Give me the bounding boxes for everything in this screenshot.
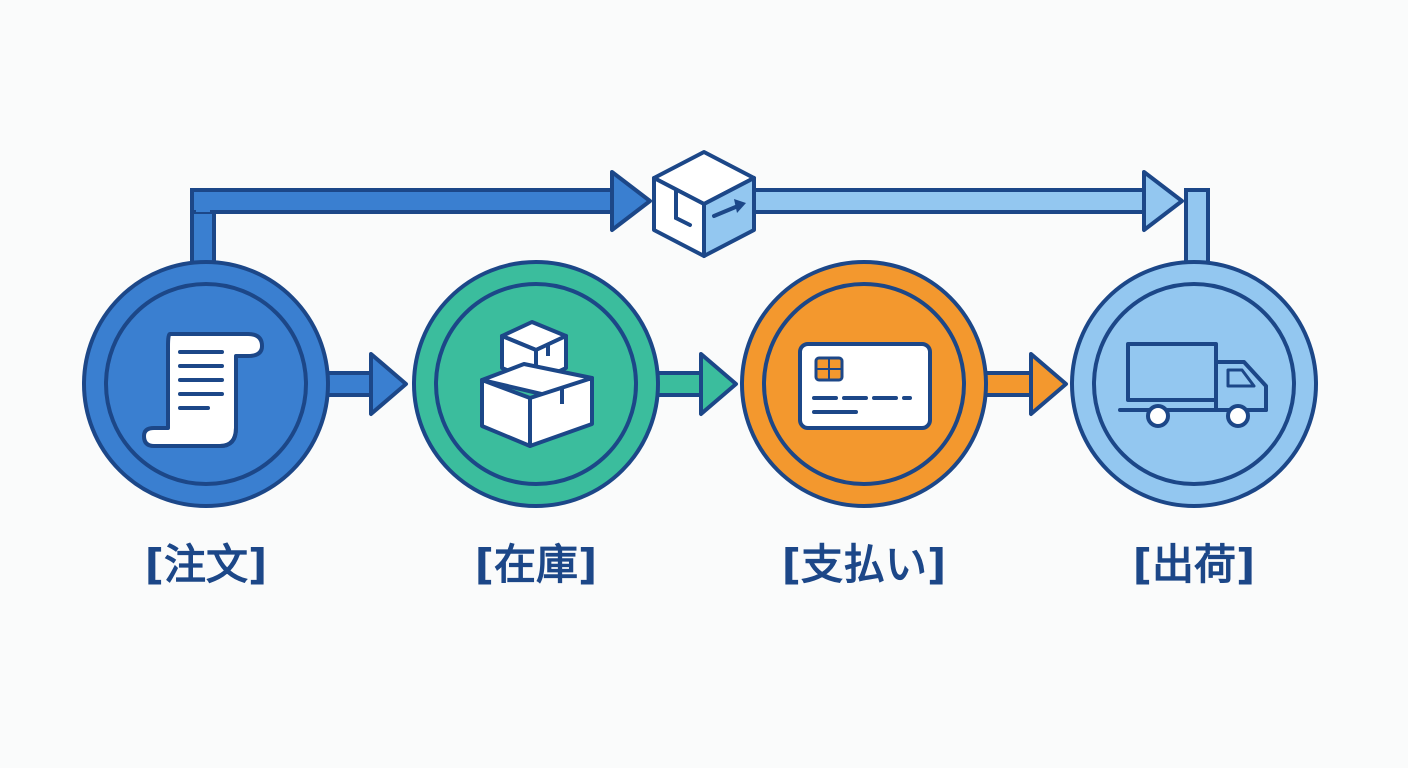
step-label-stock: [在庫] [474,540,598,589]
step-payment-node [740,260,988,508]
receipt-scroll-icon [142,332,264,448]
arrow-order-to-stock [323,352,408,416]
step-label-payment: [支払い] [781,540,947,589]
bypass-connector [190,170,1210,270]
arrow-payment-to-shipping [981,352,1068,416]
arrow-stock-to-payment [653,352,738,416]
stacked-boxes-icon [480,320,594,448]
delivery-truck-icon [1118,342,1268,428]
step-order-node [82,260,330,508]
package-forward-icon [652,150,756,258]
step-shipping-node [1070,260,1318,508]
step-label-order: [注文] [144,540,268,589]
step-label-shipping: [出荷] [1132,540,1256,589]
credit-card-icon [798,342,932,430]
step-stock-node [412,260,660,508]
